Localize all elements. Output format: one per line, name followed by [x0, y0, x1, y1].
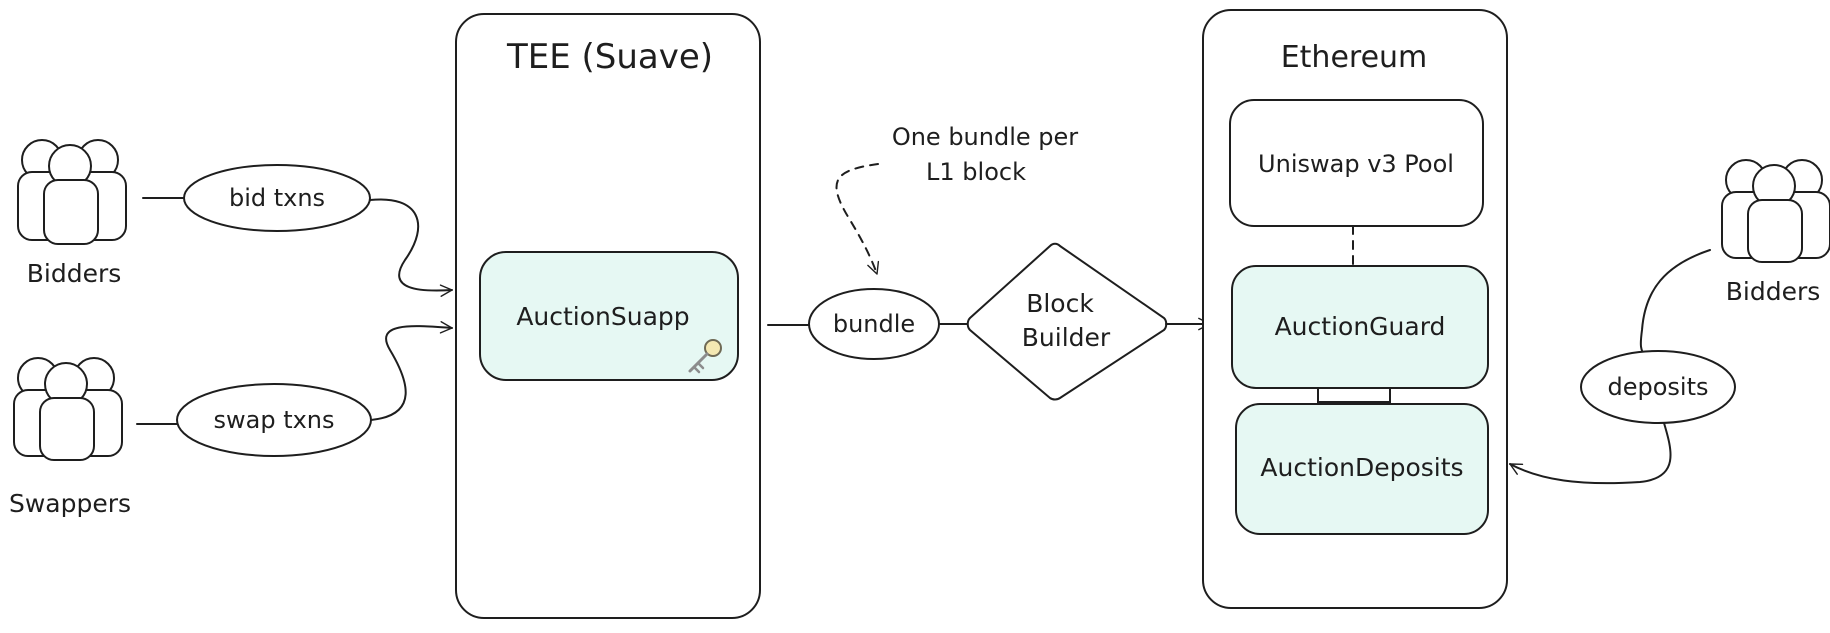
- auction-guard-box: [1231, 265, 1489, 389]
- bundle-note-arrow: [835, 163, 880, 275]
- uniswap-pool-label: Uniswap v3 Pool: [1258, 150, 1454, 178]
- auction-deposits-label: AuctionDeposits: [1260, 453, 1463, 482]
- bidders-to-deposits-line: [1639, 249, 1711, 359]
- auction-guard-label: AuctionGuard: [1275, 312, 1446, 341]
- deposits-ellipse: [1580, 350, 1736, 424]
- bidders-left-label: Bidders: [27, 259, 122, 288]
- key-icon: [688, 339, 722, 374]
- auction-deposits-box: [1235, 403, 1489, 535]
- block-builder-diamond: [966, 242, 1168, 401]
- auction-suapp-label: AuctionSuapp: [516, 302, 689, 331]
- swap-txns-arrow: [370, 321, 453, 421]
- deposits-label: deposits: [1607, 373, 1708, 401]
- swappers-label: Swappers: [9, 489, 131, 518]
- auction-suapp-box: [479, 251, 739, 381]
- tee-title: TEE (Suave): [506, 37, 713, 77]
- bundle-note-line2: L1 block: [926, 158, 1026, 186]
- guard-deposits-connector: [1317, 387, 1391, 405]
- swap-txns-label: swap txns: [213, 406, 334, 434]
- uniswap-pool-box: [1229, 99, 1484, 227]
- bidders-left-icon: [17, 139, 127, 245]
- bundle-note-line1: One bundle per: [892, 123, 1078, 151]
- bundle-label: bundle: [833, 310, 915, 338]
- bidders-right-icon: [1721, 159, 1830, 263]
- bid-txns-ellipse: [183, 164, 371, 232]
- bid-txns-arrow: [369, 198, 453, 297]
- bid-txns-label: bid txns: [229, 184, 325, 212]
- deposits-arrow: [1509, 422, 1672, 485]
- swappers-icon: [13, 357, 123, 461]
- block-builder-line2: Builder: [1022, 323, 1111, 352]
- ethereum-title: Ethereum: [1281, 40, 1428, 75]
- bidders-right-label: Bidders: [1726, 277, 1821, 306]
- block-builder-line1: Block: [1026, 289, 1094, 318]
